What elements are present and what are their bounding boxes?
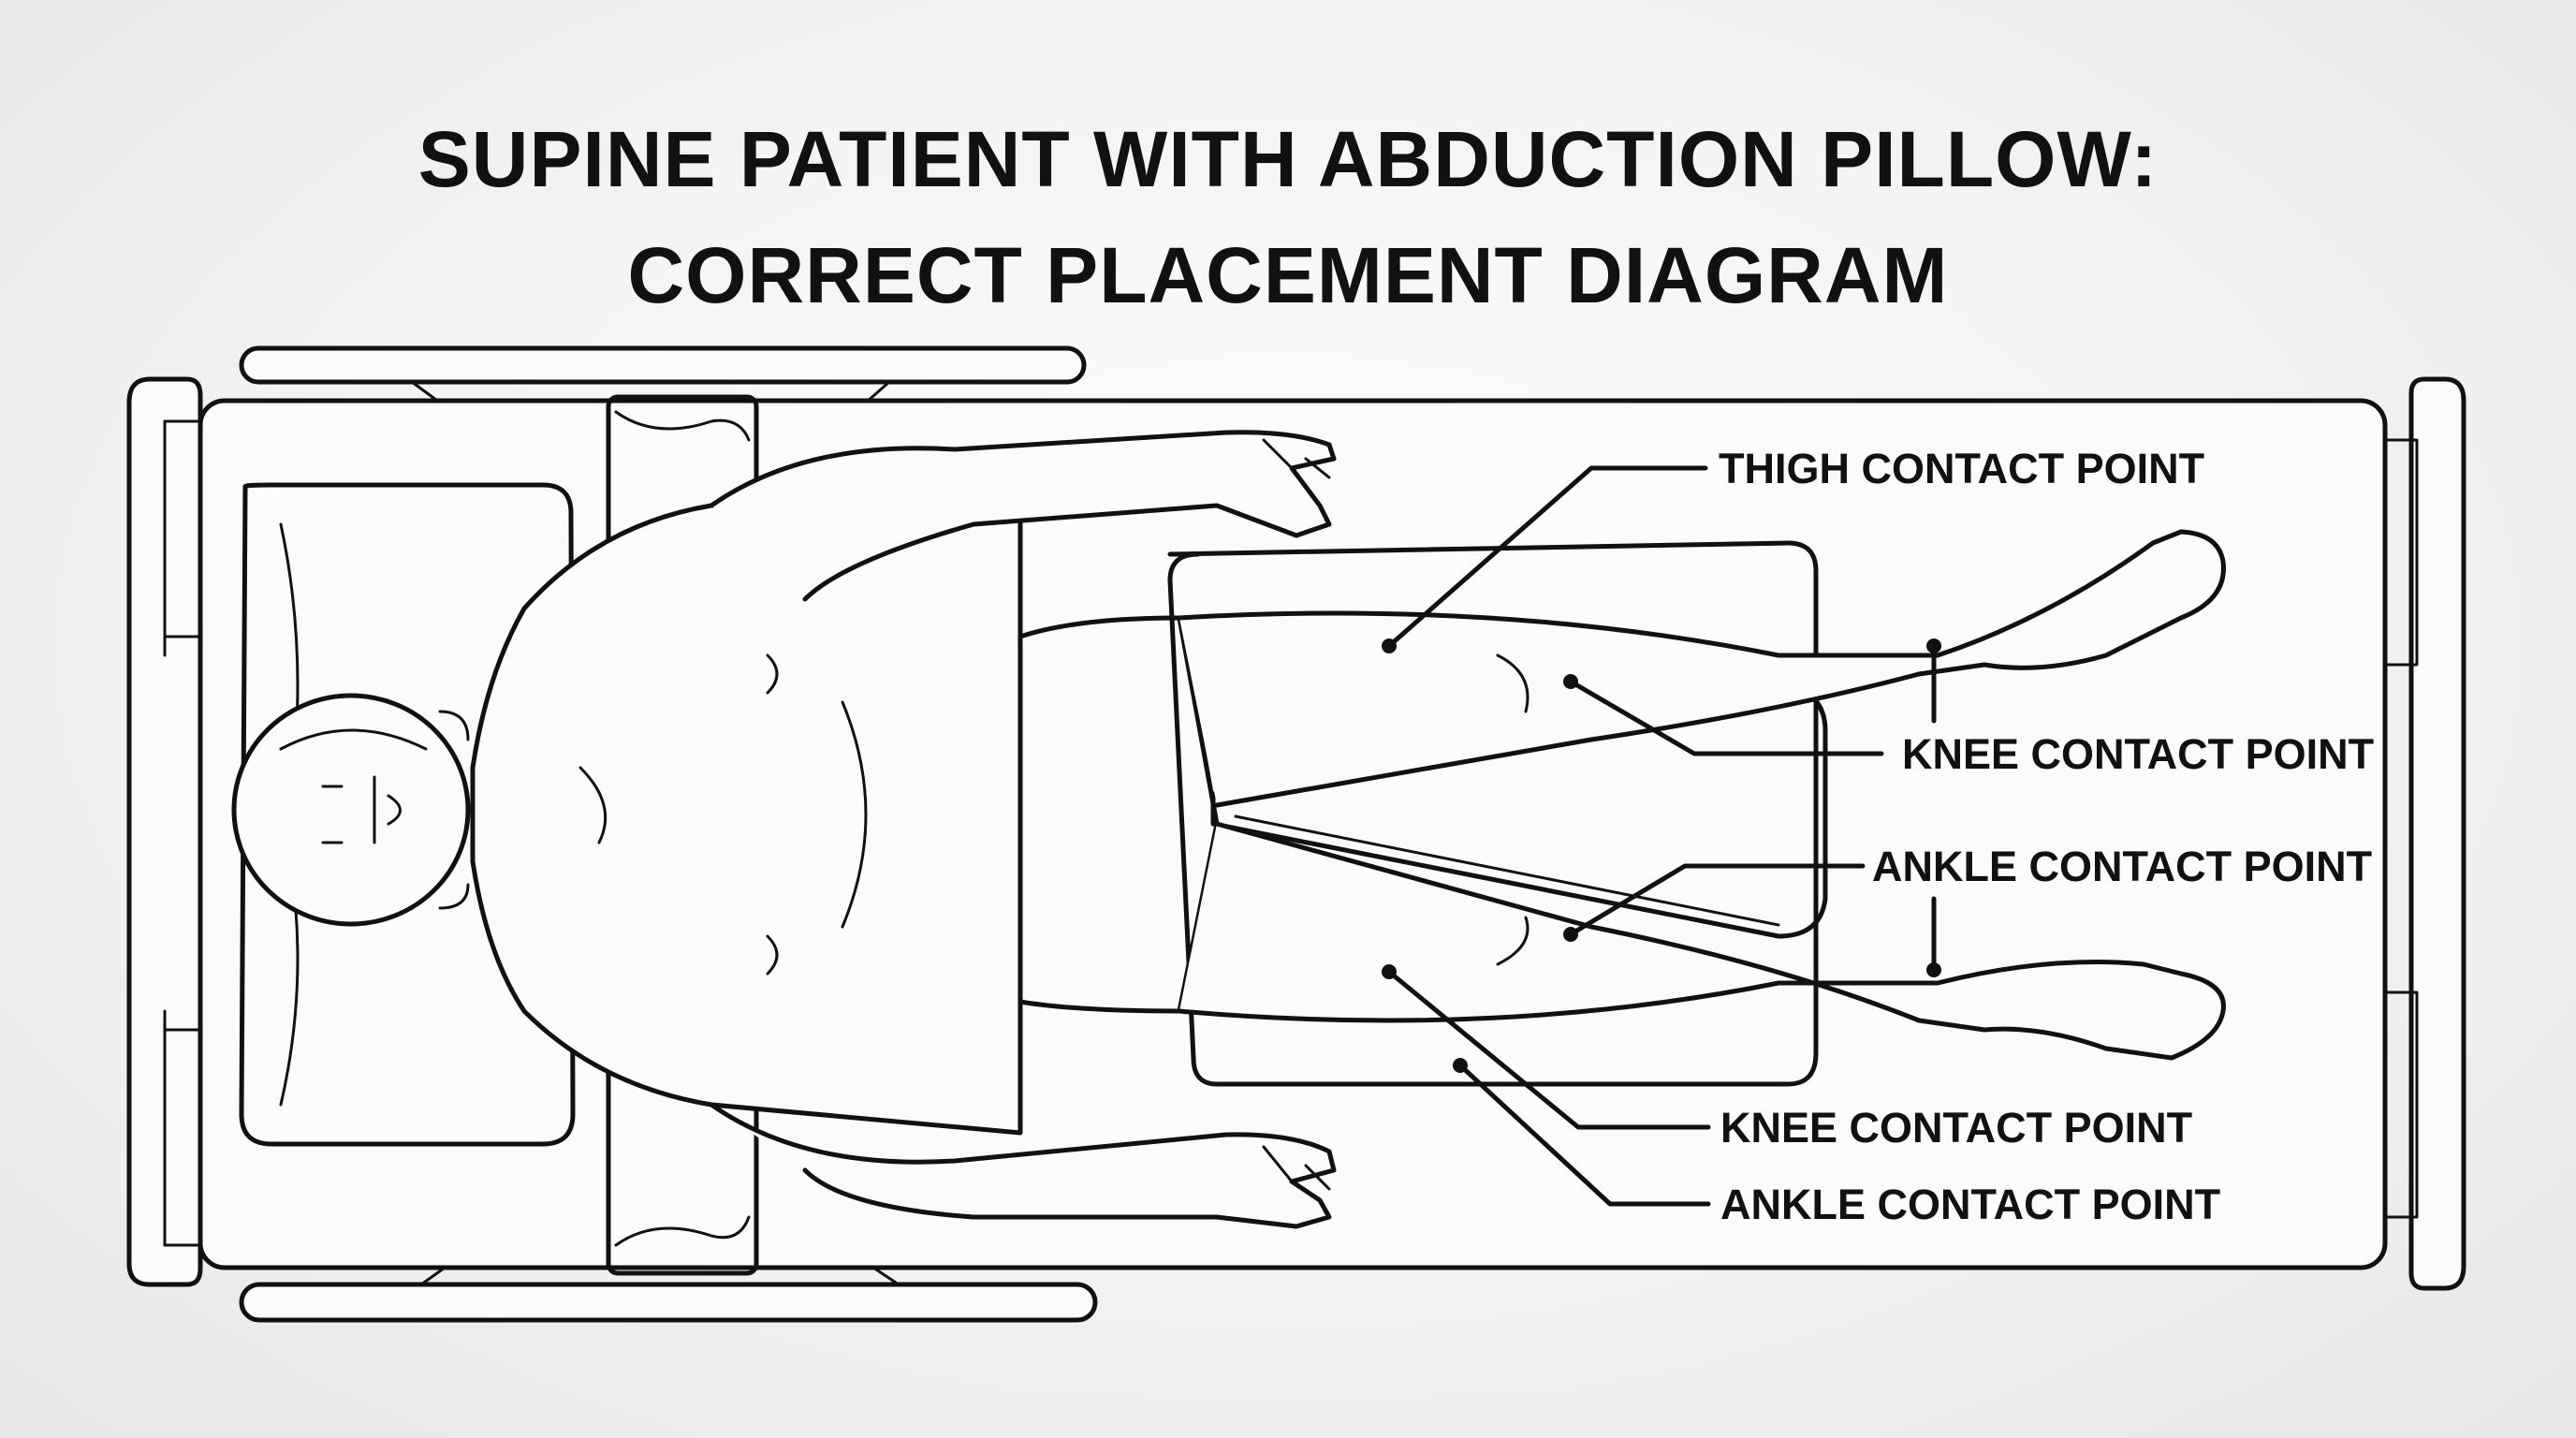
patient-torso [470,493,1023,1136]
patient [231,430,2226,1229]
patient-leg-lower [1177,821,2226,1061]
label-ankle-contact-upper: ANKLE CONTACT POINT [1872,843,2372,890]
footboard [2408,376,2466,1291]
headboard [126,376,203,1287]
patient-arm-lower [709,1102,1337,1229]
patient-arm-upper [709,430,1337,602]
patient-leg-upper [1177,529,2226,808]
diagram-title: SUPINE PATIENT WITH ABDUCTION PILLOW: CO… [0,101,2576,333]
leader-lines [1382,465,1941,1207]
title-line-2: CORRECT PLACEMENT DIAGRAM [627,231,1949,319]
label-thigh-contact: THIGH CONTACT POINT [1719,445,2204,492]
patient-head [231,693,471,927]
label-ankle-contact-lower: ANKLE CONTACT POINT [1720,1181,2220,1228]
label-knee-contact-upper: KNEE CONTACT POINT [1902,730,2374,778]
title-line-1: SUPINE PATIENT WITH ABDUCTION PILLOW: [417,115,2159,203]
bed-rail-top [239,345,1087,385]
label-knee-contact-lower: KNEE CONTACT POINT [1720,1104,2192,1152]
bed-rail-bottom [239,1282,1098,1323]
